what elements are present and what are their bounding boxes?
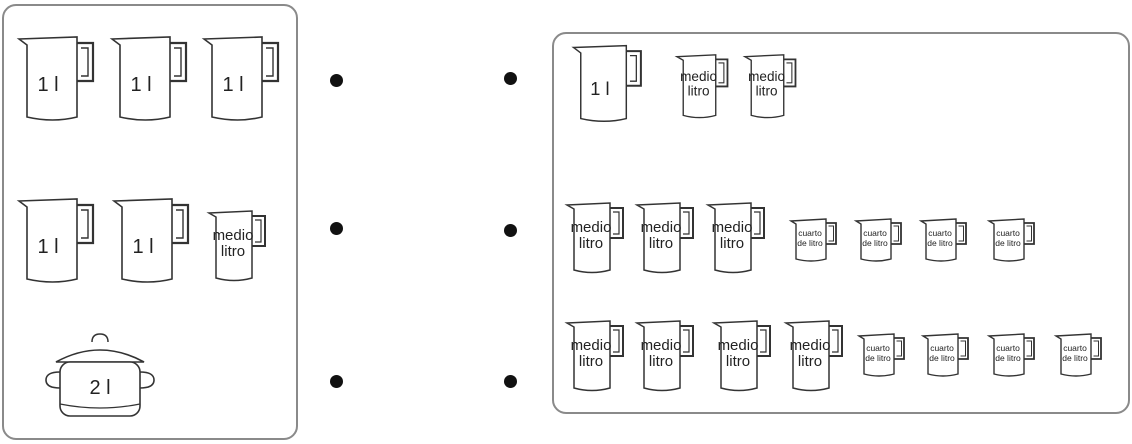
quarter-liter-pitcher: cuarto de litro: [988, 332, 1038, 378]
capacity-label-line1: medio: [641, 337, 682, 354]
capacity-label-line2: litro: [688, 83, 710, 98]
capacity-label-line2: de litro: [995, 353, 1021, 363]
capacity-label-line2: de litro: [797, 238, 823, 248]
capacity-label-line1: medio: [571, 219, 612, 236]
left-dot-row-3[interactable]: [330, 375, 343, 388]
capacity-label-line1: cuarto: [866, 343, 890, 353]
capacity-label: 1 l: [222, 74, 243, 96]
capacity-label-line2: litro: [649, 235, 673, 252]
quarter-liter-pitcher: cuarto de litro: [1055, 332, 1105, 378]
capacity-label-line2: de litro: [929, 353, 955, 363]
half-liter-pitcher: medio litro: [676, 50, 732, 122]
capacity-label-line2: litro: [756, 83, 778, 98]
quarter-liter-pitcher: cuarto de litro: [858, 332, 908, 378]
capacity-label-line1: medio: [712, 219, 753, 236]
capacity-label-line2: litro: [579, 235, 603, 252]
capacity-label-line2: de litro: [927, 238, 953, 248]
capacity-label-line1: cuarto: [798, 228, 822, 238]
one-liter-pitcher: 1 l: [112, 195, 194, 285]
capacity-label-line2: de litro: [865, 353, 891, 363]
capacity-label: 1 l: [590, 79, 609, 99]
quarter-liter-pitcher: cuarto de litro: [920, 217, 970, 263]
half-liter-pitcher: medio litro: [636, 200, 698, 275]
capacity-label-line1: cuarto: [930, 343, 954, 353]
capacity-label-line1: cuarto: [928, 228, 952, 238]
one-liter-pitcher: 1 l: [568, 42, 650, 124]
half-liter-pitcher: medio litro: [566, 318, 628, 393]
half-liter-pitcher: medio litro: [707, 200, 769, 275]
one-liter-pitcher: 1 l: [202, 33, 284, 123]
capacity-label-line2: litro: [726, 353, 750, 370]
two-liter-pot: 2 l: [42, 332, 154, 424]
half-liter-pitcher: medio litro: [208, 208, 270, 283]
left-dot-row-2[interactable]: [330, 222, 343, 235]
capacity-label-line1: medio: [748, 69, 785, 84]
capacity-label: 1 l: [130, 74, 151, 96]
half-liter-pitcher: medio litro: [636, 318, 698, 393]
capacity-label-line1: medio: [680, 69, 717, 84]
capacity-label: 2 l: [89, 377, 110, 399]
quarter-liter-pitcher: cuarto de litro: [988, 217, 1038, 263]
left-dot-row-1[interactable]: [330, 74, 343, 87]
capacity-label-line2: de litro: [995, 238, 1021, 248]
half-liter-pitcher: medio litro: [713, 318, 775, 393]
half-liter-pitcher: medio litro: [566, 200, 628, 275]
capacity-label-line1: medio: [641, 219, 682, 236]
capacity-label: 1 l: [37, 74, 58, 96]
capacity-label-line2: litro: [579, 353, 603, 370]
capacity-label-line1: medio: [790, 337, 831, 354]
capacity-label-line1: cuarto: [996, 343, 1020, 353]
half-liter-pitcher: medio litro: [744, 50, 800, 122]
capacity-label-line1: medio: [213, 227, 254, 244]
capacity-label: 1 l: [37, 236, 58, 258]
right-dot-row-2[interactable]: [504, 224, 517, 237]
capacity-label-line2: litro: [221, 243, 245, 260]
quarter-liter-pitcher: cuarto de litro: [922, 332, 972, 378]
one-liter-pitcher: 1 l: [110, 33, 192, 123]
capacity-label-line2: litro: [720, 235, 744, 252]
capacity-label-line1: cuarto: [863, 228, 887, 238]
quarter-liter-pitcher: cuarto de litro: [855, 217, 905, 263]
capacity-label-line2: de litro: [862, 238, 888, 248]
capacity-label-line1: cuarto: [1063, 343, 1087, 353]
right-dot-row-3[interactable]: [504, 375, 517, 388]
right-dot-row-1[interactable]: [504, 72, 517, 85]
quarter-liter-pitcher: cuarto de litro: [790, 217, 840, 263]
one-liter-pitcher: 1 l: [17, 33, 99, 123]
capacity-label-line1: medio: [718, 337, 759, 354]
capacity-label-line1: cuarto: [996, 228, 1020, 238]
capacity-label-line2: litro: [798, 353, 822, 370]
capacity-label-line1: medio: [571, 337, 612, 354]
capacity-label: 1 l: [132, 236, 153, 258]
half-liter-pitcher: medio litro: [785, 318, 847, 393]
one-liter-pitcher: 1 l: [17, 195, 99, 285]
capacity-label-line2: de litro: [1062, 353, 1088, 363]
capacity-label-line2: litro: [649, 353, 673, 370]
